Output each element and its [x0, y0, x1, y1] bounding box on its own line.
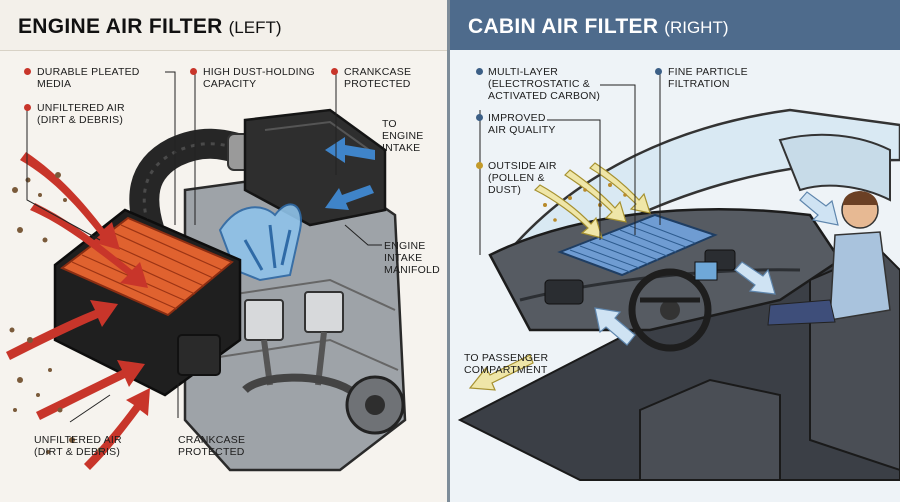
improved-label-dot — [476, 114, 483, 121]
outside-air-label: OUTSIDE AIR (POLLEN & DUST) — [488, 160, 557, 196]
outside-air-label-dot — [476, 162, 483, 169]
improved-air-quality-label: IMPROVED AIR QUALITY — [488, 112, 556, 136]
to-engine-intake-arrows — [325, 137, 375, 210]
dirt-particles — [9, 172, 103, 454]
unfiltered-top-label-dot — [24, 104, 31, 111]
multilayer-label-dot — [476, 68, 483, 75]
filter-outlet — [177, 334, 221, 376]
to-engine-intake-label: TO ENGINE INTAKE — [382, 118, 424, 154]
high-dust-holding-label: HIGH DUST-HOLDING CAPACITY — [203, 66, 315, 90]
engine-illustration — [6, 71, 407, 472]
engine-air-filter-panel: ENGINE AIR FILTER (LEFT) — [0, 0, 448, 502]
cabin-title-suffix: (RIGHT) — [664, 18, 729, 37]
dash-vent-left — [544, 279, 584, 305]
engine-title-suffix: (LEFT) — [228, 18, 282, 37]
crankcase-protected-bottom-label: CRANKCASE PROTECTED — [178, 434, 246, 458]
cabin-title-text: CABIN AIR FILTER — [468, 15, 659, 38]
cabin-air-filter-panel: CABIN AIR FILTER (RIGHT) — [450, 0, 900, 502]
engine-intake-manifold-label: ENGINE INTAKE MANIFOLD — [384, 240, 440, 276]
passenger-figure — [767, 191, 891, 326]
panel-divider — [447, 0, 450, 502]
side-window — [778, 133, 891, 202]
durable-pleated-media-label: DURABLE PLEATED MEDIA — [37, 66, 140, 90]
durable-label-dot — [24, 68, 31, 75]
pollen-particles — [543, 183, 627, 222]
fine-particle-label-dot — [655, 68, 662, 75]
infotainment-screen — [694, 261, 718, 281]
unfiltered-air-top-label: UNFILTERED AIR (DIRT & DEBRIS) — [37, 102, 125, 126]
crankcase-top-label-dot — [331, 68, 338, 75]
steering-wheel — [628, 268, 712, 352]
cabin-illustration — [457, 72, 900, 481]
clean-air-arrows — [594, 191, 839, 346]
engine-title-text: ENGINE AIR FILTER — [18, 15, 223, 38]
engine-panel-title: ENGINE AIR FILTER (LEFT) — [0, 0, 448, 51]
crankcase-protected-top-label: CRANKCASE PROTECTED — [344, 66, 412, 90]
fine-particle-filtration-label: FINE PARTICLE FILTRATION — [668, 66, 748, 90]
high-dust-label-dot — [190, 68, 197, 75]
cabin-panel-title: CABIN AIR FILTER (RIGHT) — [450, 0, 900, 50]
front-seat — [639, 378, 781, 481]
multi-layer-label: MULTI-LAYER (ELECTROSTATIC & ACTIVATED C… — [488, 66, 601, 102]
to-passenger-compartment-label: TO PASSENGER COMPARTMENT — [464, 352, 549, 376]
pistons — [242, 291, 353, 394]
unfiltered-air-bottom-label: UNFILTERED AIR (DIRT & DEBRIS) — [34, 434, 122, 458]
